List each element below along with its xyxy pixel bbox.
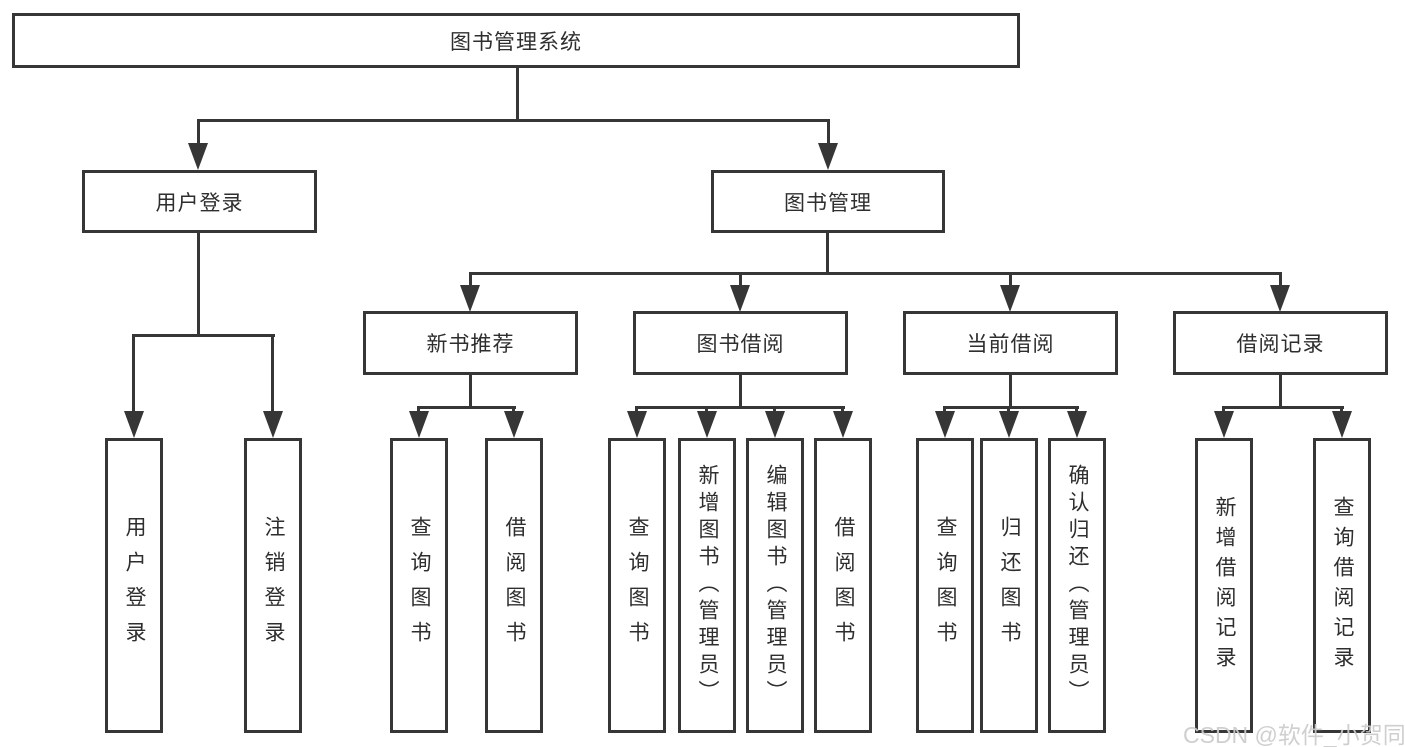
leaf-user-login-label: 用户登录 — [123, 515, 146, 656]
connector-drop-leaf — [512, 406, 515, 415]
connector-drop-book-borrow — [739, 272, 742, 288]
arrow-down-icon — [1214, 411, 1234, 438]
leaf-records-query-record-label: 查询借阅记录 — [1331, 495, 1354, 676]
arrow-down-icon — [124, 411, 144, 438]
leaf-borrow-edit-books-admin-label: 编辑图书（管理员） — [764, 464, 787, 707]
csdn-watermark: CSDN @软件_小贺同学 — [1183, 722, 1405, 747]
leaf-borrow-borrow-books-label: 借阅图书 — [832, 515, 855, 656]
connector-drop-new-book — [469, 272, 472, 288]
connector-drop-leaf — [943, 406, 946, 415]
arrow-down-icon — [730, 285, 750, 312]
connector-drop-leaf — [705, 406, 708, 415]
node-library-system: 图书管理系统 — [12, 13, 1020, 68]
connector-group-stem — [1009, 375, 1012, 408]
leaf-records-query-record: 查询借阅记录 — [1313, 438, 1371, 733]
connector-group-stem — [739, 375, 742, 408]
connector-group-spread — [635, 406, 845, 409]
arrow-down-icon — [697, 411, 717, 438]
connector-user-login-spread — [132, 334, 275, 337]
leaf-borrow-query-books: 查询图书 — [608, 438, 666, 733]
leaf-current-query-books-label: 查询图书 — [934, 515, 957, 656]
connector-drop-leaf — [635, 406, 638, 415]
arrow-down-icon — [188, 143, 208, 170]
node-book-management: 图书管理 — [711, 170, 945, 233]
node-borrow-records-label: 借阅记录 — [1236, 333, 1325, 356]
connector-drop-leaf — [1222, 406, 1225, 415]
node-library-system-label: 图书管理系统 — [450, 30, 582, 54]
leaf-current-query-books: 查询图书 — [916, 438, 974, 733]
leaf-current-return-books: 归还图书 — [980, 438, 1038, 733]
arrow-down-icon — [1067, 411, 1087, 438]
connector-drop-book-mgmt — [827, 119, 830, 146]
arrow-down-icon — [833, 411, 853, 438]
connector-group-stem — [469, 375, 472, 408]
arrow-down-icon — [1000, 285, 1020, 312]
connector-group-spread — [417, 406, 516, 409]
arrow-down-icon — [999, 411, 1019, 438]
node-new-book-recommend-label: 新书推荐 — [426, 333, 515, 356]
leaf-logout-label: 注销登录 — [262, 515, 285, 656]
node-current-borrowing-label: 当前借阅 — [966, 333, 1055, 356]
leaf-newbook-query-books-label: 查询图书 — [408, 515, 431, 656]
connector-drop-borrow-records — [1279, 272, 1282, 288]
leaf-current-return-books-label: 归还图书 — [998, 515, 1021, 656]
leaf-records-add-record-label: 新增借阅记录 — [1213, 495, 1236, 676]
connector-level2-horizontal — [469, 272, 1281, 275]
arrow-down-icon — [765, 411, 785, 438]
leaf-current-confirm-return-admin-label: 确认归还（管理员） — [1066, 464, 1089, 707]
arrow-down-icon — [627, 411, 647, 438]
node-book-borrowing: 图书借阅 — [633, 311, 848, 375]
connector-drop-leaf — [841, 406, 844, 415]
node-book-management-label: 图书管理 — [784, 191, 872, 215]
leaf-borrow-add-books-admin-label: 新增图书（管理员） — [696, 464, 719, 707]
leaf-borrow-query-books-label: 查询图书 — [626, 515, 649, 656]
node-new-book-recommend: 新书推荐 — [363, 311, 578, 375]
leaf-user-login: 用户登录 — [105, 438, 163, 733]
arrow-down-icon — [504, 411, 524, 438]
arrow-down-icon — [935, 411, 955, 438]
connector-group-stem — [1279, 375, 1282, 408]
arrow-down-icon — [818, 143, 838, 170]
arrow-down-icon — [1270, 285, 1290, 312]
leaf-current-confirm-return-admin: 确认归还（管理员） — [1048, 438, 1106, 733]
connector-drop-leaf — [1007, 406, 1010, 415]
connector-drop-current-borrow — [1009, 272, 1012, 288]
node-borrow-records: 借阅记录 — [1173, 311, 1388, 375]
arrow-down-icon — [409, 411, 429, 438]
leaf-borrow-edit-books-admin: 编辑图书（管理员） — [746, 438, 804, 733]
leaf-logout: 注销登录 — [244, 438, 302, 733]
arrow-down-icon — [263, 411, 283, 438]
connector-drop-leaf — [1075, 406, 1078, 415]
connector-drop-leaf — [417, 406, 420, 415]
node-user-login-label: 用户登录 — [155, 191, 244, 215]
leaf-records-add-record: 新增借阅记录 — [1195, 438, 1253, 733]
node-book-borrowing-label: 图书借阅 — [696, 333, 785, 356]
connector-root-stem — [516, 68, 519, 121]
leaf-newbook-borrow-books-label: 借阅图书 — [503, 515, 526, 656]
connector-drop-leaf — [132, 334, 135, 414]
node-current-borrowing: 当前借阅 — [903, 311, 1118, 375]
connector-level1-horizontal — [197, 119, 830, 122]
connector-group-spread — [943, 406, 1079, 409]
leaf-newbook-query-books: 查询图书 — [390, 438, 448, 733]
connector-drop-leaf — [1340, 406, 1343, 415]
leaf-borrow-borrow-books: 借阅图书 — [814, 438, 872, 733]
connector-book-mgmt-stem — [826, 233, 829, 273]
connector-group-spread — [1222, 406, 1344, 409]
leaf-newbook-borrow-books: 借阅图书 — [485, 438, 543, 733]
arrow-down-icon — [1332, 411, 1352, 438]
arrow-down-icon — [460, 285, 480, 312]
connector-drop-leaf — [271, 334, 274, 414]
connector-drop-user-login — [197, 119, 200, 146]
leaf-borrow-add-books-admin: 新增图书（管理员） — [678, 438, 736, 733]
node-user-login: 用户登录 — [82, 170, 317, 233]
connector-user-login-stem — [197, 233, 200, 337]
connector-drop-leaf — [773, 406, 776, 415]
